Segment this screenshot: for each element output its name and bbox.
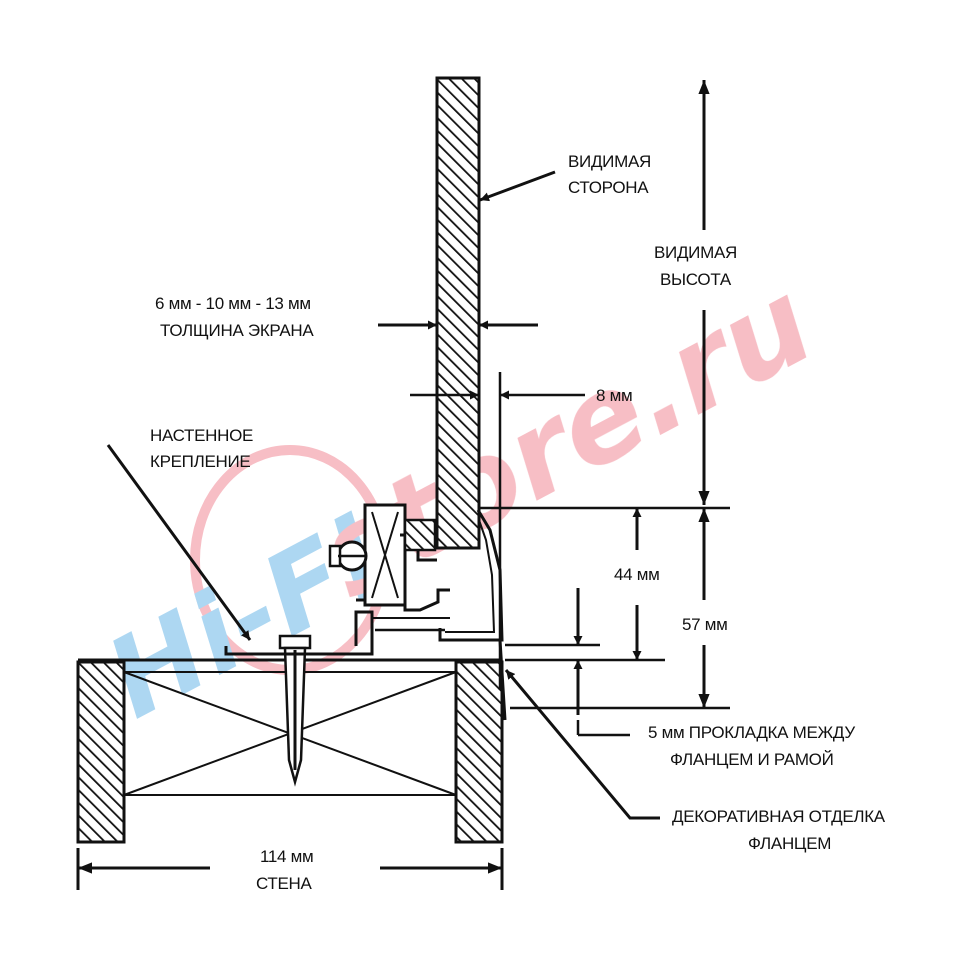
bracket-bolt bbox=[328, 540, 368, 572]
leader-visible-side bbox=[479, 170, 556, 202]
label-thickness-1: 6 мм - 10 мм - 13 мм bbox=[155, 294, 311, 313]
dim-wall-114mm bbox=[76, 848, 504, 890]
leader-wall-mount bbox=[106, 444, 252, 641]
leader-decorative-trim bbox=[504, 669, 660, 820]
label-spacer-1: 5 мм ПРОКЛАДКА МЕЖДУ bbox=[648, 723, 855, 742]
extension-lines bbox=[480, 506, 730, 737]
label-visible-side-2: СТОРОНА bbox=[568, 178, 649, 197]
label-wall-mount-2: КРЕПЛЕНИЕ bbox=[150, 452, 250, 471]
label-trim-2: ФЛАНЦЕМ bbox=[748, 834, 831, 853]
label-dim-44mm: 44 мм bbox=[614, 565, 660, 584]
dim-8mm bbox=[410, 372, 585, 690]
label-visible-height-1: ВИДИМАЯ bbox=[654, 243, 737, 262]
label-thickness-2: ТОЛЩИНА ЭКРАНА bbox=[160, 321, 314, 340]
wall-stud-left bbox=[76, 660, 126, 844]
label-visible-side-1: ВИДИМАЯ bbox=[568, 152, 651, 171]
label-visible-height-2: ВЫСОТА bbox=[660, 270, 732, 289]
wall-bracket bbox=[224, 503, 407, 656]
label-wall-width: 114 мм bbox=[260, 847, 313, 866]
label-spacer-2: ФЛАНЦЕМ И РАМОЙ bbox=[670, 750, 834, 769]
label-wall-mount-1: НАСТЕННОЕ bbox=[150, 426, 253, 445]
label-gap-8mm: 8 мм bbox=[596, 386, 632, 405]
wall-stud-right bbox=[454, 660, 504, 844]
label-dim-57mm: 57 мм bbox=[682, 615, 728, 634]
label-trim-1: ДЕКОРАТИВНАЯ ОТДЕЛКА bbox=[672, 807, 886, 826]
label-wall: СТЕНА bbox=[256, 874, 313, 893]
mounting-screw bbox=[278, 634, 312, 787]
screen-panel bbox=[435, 76, 481, 550]
